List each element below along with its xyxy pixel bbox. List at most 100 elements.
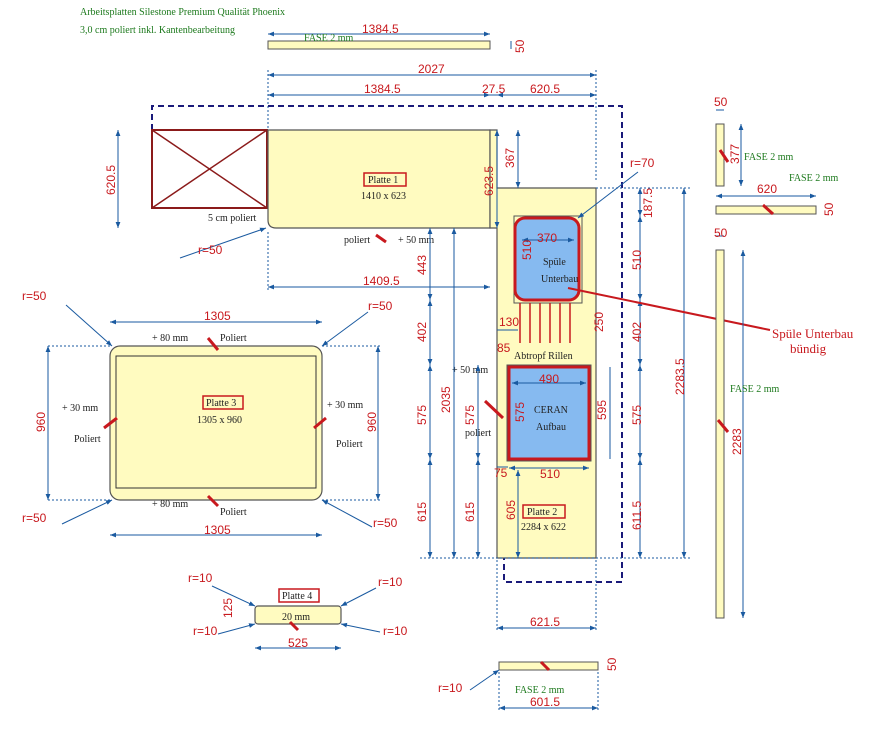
edge-mark-p4 [288,620,300,632]
plate-1-plus50-note: + 50 mm [398,235,434,246]
header-title: Arbeitsplatten Silestone Premium Qualitä… [80,7,285,18]
fase-strip-top [267,40,491,50]
plate-3-right-polish: Poliert [336,439,363,450]
plate-1 [267,129,491,229]
radius-r10-p4-br: r=10 [383,624,408,638]
dim-377: 377 [728,144,742,164]
dim-367: 367 [503,148,517,168]
edge-mark-p3-left [103,416,118,430]
plate-3-size: 1305 x 960 [197,415,242,426]
radius-r50-p3-tr: r=50 [368,299,393,313]
dim-623-5: 623.5 [482,166,496,196]
plate-3-top-polish: Poliert [220,333,247,344]
dim-960-left: 960 [34,412,48,432]
dim-2027: 2027 [418,62,445,76]
dim-402-left: 402 [415,322,429,342]
dim-50-strip-short: 50 [714,95,728,109]
radius-r10-strip: r=10 [438,681,463,695]
sink-note-1: Spüle Unterbau [772,326,854,341]
dim-490: 490 [539,372,559,386]
plate-3-inner-outline [115,355,317,489]
dim-2283: 2283 [730,428,744,455]
corner-polish-note: 5 cm poliert [208,213,257,224]
dim-2283-5: 2283.5 [673,358,687,395]
fase-label-top: FASE 2 mm [304,33,353,44]
dim-620-5-left: 620.5 [104,165,118,195]
plate-3-left-polish: Poliert [74,434,101,445]
dim-575-cooktop: 575 [513,402,527,422]
dim-50-strip-bottom: 50 [605,657,619,671]
dim-1384-5: 1384.5 [364,82,401,96]
fase-label-short: FASE 2 mm [744,152,793,163]
dim-443: 443 [415,255,429,275]
fase-label-mid: FASE 2 mm [789,173,838,184]
dim-960-right: 960 [365,412,379,432]
radius-r50-p1: r=50 [198,243,223,257]
dim-620: 620 [757,182,777,196]
dim-1384-5-strip: 1384.5 [362,22,399,36]
radius-r50-p3-br: r=50 [373,516,398,530]
leader-r50-p3-tr [321,311,369,347]
edge-mark-strip-long [716,419,730,433]
plate-4-label-box [278,588,320,603]
leader-r50-p3-tl [65,304,113,347]
dim-402-right: 402 [630,322,644,342]
cabinet-cross-b [151,129,268,209]
dim-510-sink: 510 [520,240,534,260]
edge-mark-strip-mid [761,203,775,216]
edge-mark-strip-bottom [539,660,551,672]
dim-525: 525 [288,636,308,650]
leader-r10-p4-tl [211,585,256,607]
plate-1-label: Platte 1 [368,175,398,186]
dim-50-strip-mid: 50 [822,202,836,216]
leader-r70 [577,171,639,219]
plate-1-label-box [363,172,407,187]
leader-r50-p3-bl [61,499,113,525]
edge-mark-p2 [483,399,505,420]
plate-4 [254,605,342,625]
plate-3-bottom-polish: Poliert [220,507,247,518]
dim-575-mid: 575 [463,405,477,425]
dim-615-left: 615 [415,502,429,522]
edge-mark-strip-short [718,149,730,163]
edge-mark-p1 [375,233,387,244]
dim-75: 75 [494,466,508,480]
plate-1-size: 1410 x 623 [361,191,406,202]
radius-r50-p3-tl: r=50 [22,289,47,303]
dim-601-5: 601.5 [530,695,560,709]
plate-3-right-plus30: + 30 mm [327,400,363,411]
dim-611-5: 611.5 [630,501,644,530]
plate-2-label-box [522,504,566,519]
fase-label-long: FASE 2 mm [730,384,779,395]
dim-1409-5: 1409.5 [363,274,400,288]
radius-r10-p4-tl: r=10 [188,571,213,585]
plate-3-top-plus80: + 80 mm [152,333,188,344]
plate-2-label: Platte 2 [527,507,557,518]
dim-50-strip-long: 50 [714,226,728,240]
dim-2035: 2035 [439,386,453,413]
dim-510-bottom: 510 [540,467,560,481]
plate-3-label-box [202,395,244,410]
fase-strip-long [715,249,725,619]
dim-595: 595 [595,400,609,420]
dim-85: 85 [497,341,511,355]
edge-mark-p3-top [206,337,220,351]
leader-r10-p4-bl [217,623,256,635]
dim-187-5: 187.5 [641,188,655,218]
header-subtitle: 3,0 cm poliert inkl. Kantenbearbeitung [80,25,235,36]
leader-r10-p4-br [340,622,381,633]
room-outline [151,105,623,583]
plate-3-label: Platte 3 [206,398,236,409]
edge-mark-p3-bottom [206,494,220,508]
drain-groove-note: Abtropf Rillen [514,351,573,362]
dim-615-mid: 615 [463,502,477,522]
leader-r50-p1 [179,227,267,259]
sink-label-2: Unterbau [541,274,578,285]
fase-label-bottom: FASE 2 mm [515,685,564,696]
radius-r10-p4-tr: r=10 [378,575,403,589]
plate-1-polish-note: poliert [344,235,370,246]
leader-r50-p3-br [321,499,373,528]
dim-620-5: 620.5 [530,82,560,96]
